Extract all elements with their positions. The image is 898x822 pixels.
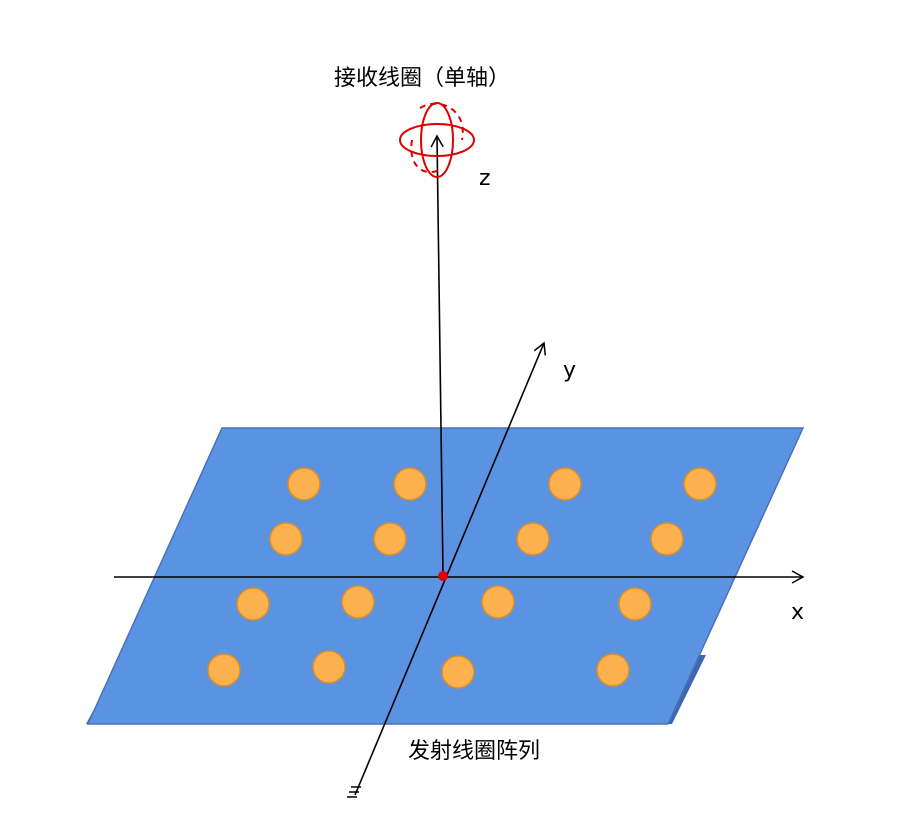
transmit-coil xyxy=(548,467,582,501)
transmit-coil xyxy=(481,585,515,619)
transmit-coil-array xyxy=(207,467,717,689)
z-axis xyxy=(430,134,444,575)
receiver-coil-label: 接收线圈（单轴） xyxy=(334,66,511,91)
y-axis xyxy=(354,341,547,796)
transmit-coil xyxy=(441,655,475,689)
transmit-coil xyxy=(393,467,427,501)
transmit-coil xyxy=(341,585,375,619)
transmit-coil xyxy=(373,522,407,556)
z-axis-label: z xyxy=(479,166,491,191)
y-axis-tail-marks xyxy=(347,786,361,798)
y-axis-label: y xyxy=(563,358,577,383)
origin-point xyxy=(438,571,448,581)
transmit-coil xyxy=(683,467,717,501)
transmit-coil xyxy=(312,650,346,684)
transmit-coil xyxy=(618,587,652,621)
x-axis-label: x xyxy=(791,600,805,625)
single-axis-coil-icon xyxy=(399,102,475,178)
transmit-coil xyxy=(236,587,270,621)
transmit-coil xyxy=(207,653,241,687)
transmit-coil xyxy=(596,653,630,687)
transmit-coil xyxy=(269,522,303,556)
transmit-coil xyxy=(516,522,550,556)
transmitter-array-label: 发射线圈阵列 xyxy=(408,739,541,764)
transmit-coil xyxy=(650,522,684,556)
transmit-coil xyxy=(287,467,321,501)
